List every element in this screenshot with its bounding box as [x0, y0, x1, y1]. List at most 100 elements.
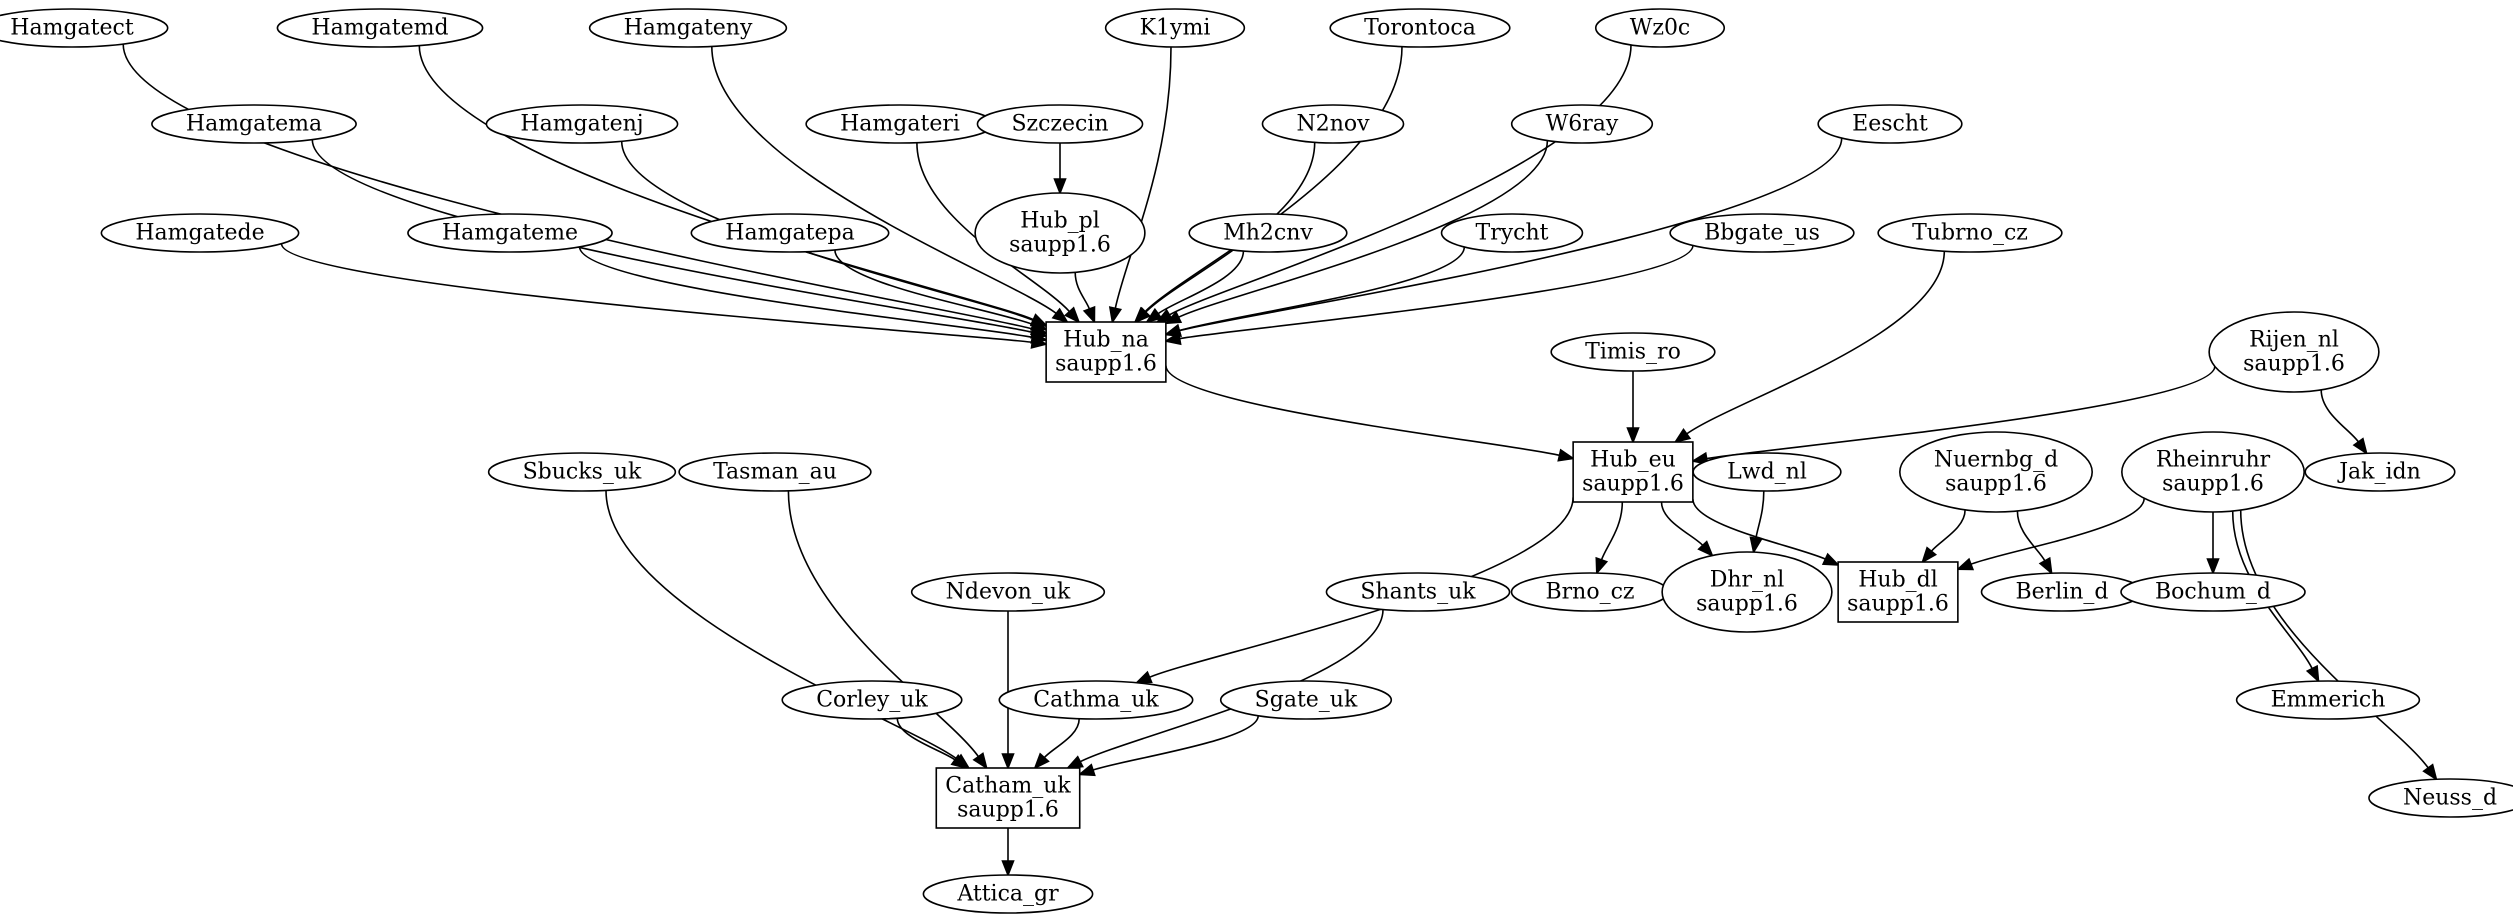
node-wz0c[interactable]: Wz0c — [1594, 8, 1726, 48]
node-label: Hamgatepa — [725, 221, 854, 246]
node-torontoca[interactable]: Torontoca — [1329, 8, 1511, 48]
edge-hub-eu-to-dhr-nl — [1660, 501, 1714, 558]
node-hamgatenj[interactable]: Hamgatenj — [485, 104, 679, 144]
node-jak-idn[interactable]: Jak_idn — [2304, 452, 2456, 492]
node-label: Cathma_uk — [1033, 688, 1159, 713]
nodes-layer: Hamgatect Hamgatemd Hamgateny K1ymi Torontoc… — [0, 8, 2513, 914]
node-tasman-au[interactable]: Tasman_au — [678, 452, 872, 492]
arrowhead-icon — [1001, 860, 1015, 878]
arrowhead-icon — [1065, 755, 1084, 769]
node-ellipse-shape — [1692, 452, 1842, 492]
node-label: Emmerich — [2271, 688, 2386, 713]
arrowhead-icon — [1921, 546, 1938, 564]
node-label: Ndevon_uk — [946, 580, 1071, 605]
edge-corley-uk-to-catham-uk — [896, 718, 969, 770]
node-w6ray[interactable]: W6ray — [1510, 104, 1654, 144]
node-ellipse-shape — [690, 213, 890, 253]
node-attica-gr[interactable]: Attica_gr — [922, 874, 1094, 914]
node-label: Hub_pl — [1020, 209, 1100, 234]
node-szczecin[interactable]: Szczecin — [976, 104, 1144, 144]
node-sgate-uk[interactable]: Sgate_uk — [1219, 680, 1393, 720]
arrowhead-icon — [1082, 305, 1096, 325]
node-ellipse-shape — [1329, 8, 1511, 48]
node-tubrno-cz[interactable]: Tubrno_cz — [1877, 213, 2063, 253]
node-emmerich[interactable]: Emmerich — [2235, 680, 2421, 720]
node-label: Brno_cz — [1545, 580, 1634, 605]
node-ellipse-shape — [2120, 572, 2306, 612]
node-trycht[interactable]: Trycht — [1440, 213, 1584, 253]
arrowhead-icon — [1033, 752, 1050, 770]
node-ellipse-shape — [2368, 778, 2513, 818]
node-label: Rheinruhr — [2156, 448, 2271, 473]
node-label: saupp1.6 — [1696, 592, 1798, 617]
node-hamgatema[interactable]: Hamgatema — [151, 104, 357, 144]
node-corley-uk[interactable]: Corley_uk — [781, 680, 963, 720]
node-ellipse-shape — [976, 104, 1144, 144]
arrowhead-icon — [1821, 552, 1841, 566]
node-ellipse-shape — [1899, 431, 2093, 513]
node-label: Hamgatenj — [520, 112, 643, 137]
node-lwd-nl[interactable]: Lwd_nl — [1692, 452, 1842, 492]
node-k1ymi[interactable]: K1ymi — [1104, 8, 1246, 48]
node-ellipse-shape — [1669, 213, 1855, 253]
node-shants-uk[interactable]: Shants_uk — [1325, 572, 1511, 612]
node-label: Trycht — [1476, 221, 1549, 246]
arrowhead-icon — [1051, 307, 1070, 324]
node-ellipse-shape — [151, 104, 357, 144]
node-ellipse-shape — [1594, 8, 1726, 48]
node-hamgatede[interactable]: Hamgatede — [100, 213, 300, 253]
node-eescht[interactable]: Eescht — [1817, 104, 1963, 144]
node-ellipse-shape — [1510, 104, 1654, 144]
arrowhead-icon — [2038, 556, 2053, 576]
node-cathma-uk[interactable]: Cathma_uk — [998, 680, 1194, 720]
arrowhead-icon — [1063, 306, 1081, 324]
node-label: Nuernbg_d — [1934, 448, 2058, 473]
node-label: saupp1.6 — [1945, 472, 2047, 497]
node-neuss-d[interactable]: Neuss_d — [2368, 778, 2513, 818]
node-label: Corley_uk — [816, 688, 928, 713]
node-label: Eescht — [1852, 112, 1928, 137]
edge-hamgateme-to-hub-na — [578, 246, 1049, 344]
node-label: saupp1.6 — [1009, 233, 1111, 258]
node-berlin-d[interactable]: Berlin_d — [1980, 572, 2144, 612]
edge-hamgatede-to-hub-na — [280, 243, 1049, 349]
node-ellipse-shape — [922, 874, 1094, 914]
node-label: Sbucks_uk — [523, 460, 642, 485]
edge-timis-ro-to-hub-eu — [1626, 371, 1640, 445]
node-box-shape — [1572, 441, 1694, 503]
node-label: saupp1.6 — [1582, 472, 1684, 497]
node-label: Sgate_uk — [1255, 688, 1358, 713]
node-hamgateri[interactable]: Hamgateri — [805, 104, 995, 144]
node-hamgateny[interactable]: Hamgateny — [588, 8, 788, 48]
node-bbgate-us[interactable]: Bbgate_us — [1669, 213, 1855, 253]
edge-hamgatepa-to-hub-na — [834, 249, 1049, 331]
node-hamgatepa[interactable]: Hamgatepa — [690, 213, 890, 253]
arrowhead-icon — [1673, 427, 1692, 444]
node-ndevon-uk[interactable]: Ndevon_uk — [910, 572, 1106, 612]
node-label: W6ray — [1546, 112, 1619, 137]
node-ellipse-shape — [2121, 431, 2305, 513]
arrowhead-icon — [1557, 448, 1576, 462]
edge-w6ray-to-hub-na — [1163, 140, 1549, 325]
edges-layer — [122, 43, 2438, 878]
node-sbucks-uk[interactable]: Sbucks_uk — [487, 452, 677, 492]
node-brno-cz[interactable]: Brno_cz — [1510, 572, 1670, 612]
node-label: Wz0c — [1630, 16, 1691, 41]
node-bochum-d[interactable]: Bochum_d — [2120, 572, 2306, 612]
node-timis-ro[interactable]: Timis_ro — [1550, 332, 1716, 372]
node-hamgatemd[interactable]: Hamgatemd — [276, 8, 484, 48]
node-mh2cnv[interactable]: Mh2cnv — [1188, 213, 1348, 253]
node-n2nov[interactable]: N2nov — [1261, 104, 1405, 144]
node-hamgateme[interactable]: Hamgateme — [407, 213, 613, 253]
node-hamgatect[interactable]: Hamgatect — [0, 8, 169, 48]
node-label: saupp1.6 — [2243, 352, 2345, 377]
